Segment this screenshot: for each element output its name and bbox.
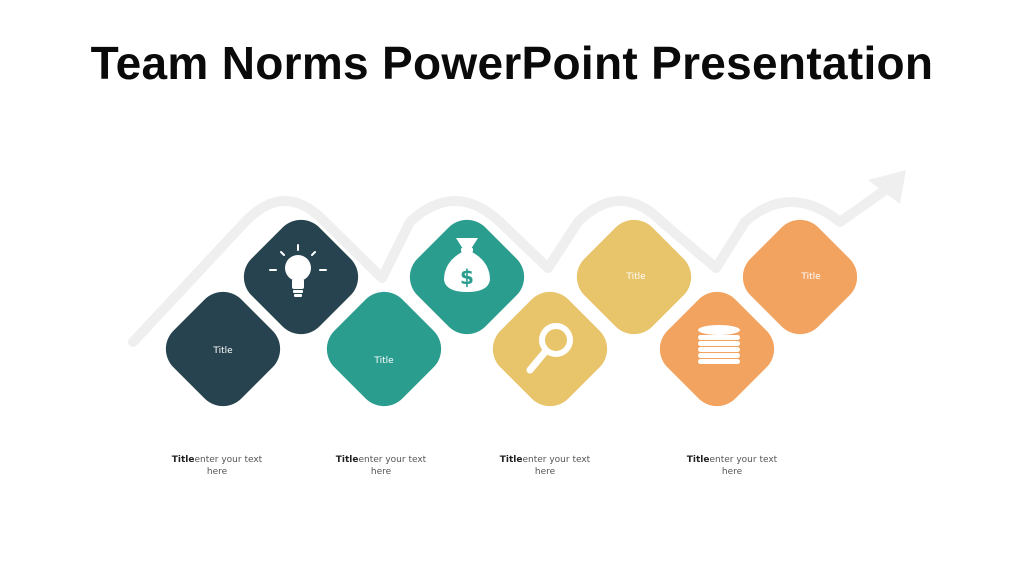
coin-stack-icon: [698, 325, 740, 364]
page-title: Team Norms PowerPoint Presentation: [90, 37, 934, 89]
lightbulb-icon: [269, 244, 327, 297]
growth-arrow-path: [128, 183, 893, 347]
caption-2: Titleenter your text here: [326, 454, 436, 478]
tile-title-3[interactable]: [566, 209, 702, 345]
caption-title: Title: [686, 455, 710, 465]
caption-1: Titleenter your text here: [162, 454, 272, 478]
magnifier-icon: [526, 323, 573, 374]
caption-text: enter your text here: [194, 455, 263, 477]
tile-label: Title: [212, 346, 233, 356]
tile-title-4[interactable]: [732, 209, 868, 345]
caption-text: enter your text here: [709, 455, 778, 477]
tile-magnifier[interactable]: [482, 281, 618, 417]
caption-title: Title: [499, 455, 523, 465]
caption-title: Title: [335, 455, 359, 465]
tile-title-2[interactable]: [316, 281, 452, 417]
tile-title-1[interactable]: [155, 281, 291, 417]
caption-4: Titleenter your text here: [677, 454, 787, 478]
caption-3: Titleenter your text here: [490, 454, 600, 478]
tile-label: Title: [625, 272, 646, 282]
arrow-head-icon: [868, 170, 906, 204]
caption-text: enter your text here: [358, 455, 427, 477]
caption-title: Title: [171, 455, 195, 465]
tile-label: Title: [800, 272, 821, 282]
tile-label: Title: [373, 356, 394, 366]
money-bag-icon: $: [444, 238, 490, 292]
svg-text:$: $: [460, 265, 474, 289]
caption-text: enter your text here: [522, 455, 591, 477]
